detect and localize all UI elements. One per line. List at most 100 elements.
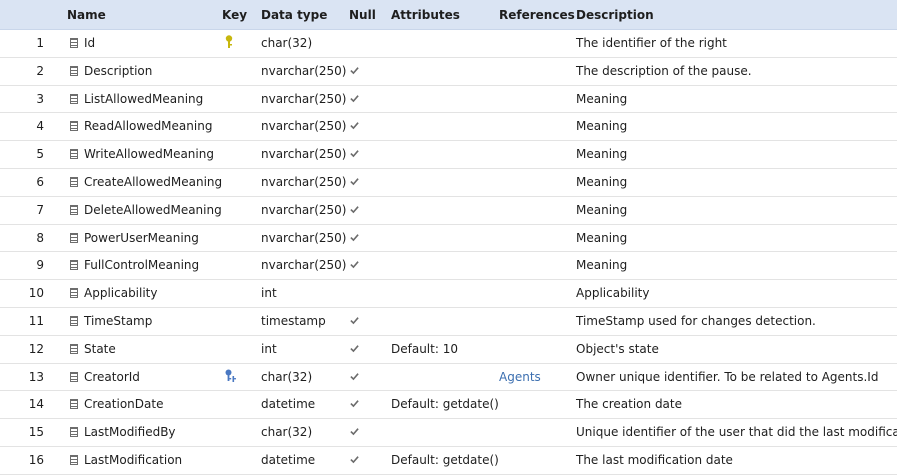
header-name[interactable]: Name: [67, 8, 106, 22]
column-name[interactable]: State: [84, 341, 116, 356]
column-icon-cell: [70, 141, 80, 168]
column-name[interactable]: DeleteAllowedMeaning: [84, 202, 222, 217]
row-number: 11: [28, 313, 44, 328]
description: Unique identifier of the user that did t…: [576, 425, 897, 440]
column-name[interactable]: Applicability: [84, 286, 158, 301]
header-description[interactable]: Description: [576, 8, 654, 22]
description: Meaning: [576, 258, 628, 273]
description: TimeStamp used for changes detection.: [576, 313, 816, 328]
row-number: 9: [36, 258, 44, 273]
column-icon-cell: [70, 280, 80, 307]
row-number: 13: [28, 369, 44, 384]
key-cell: [225, 86, 239, 113]
header-references[interactable]: References: [499, 8, 575, 22]
header-null[interactable]: Null: [349, 8, 376, 22]
null-cell: [350, 336, 362, 363]
column-name[interactable]: PowerUserMeaning: [84, 230, 199, 245]
null-cell: [350, 447, 362, 474]
header-data-type[interactable]: Data type: [261, 8, 328, 22]
column-icon-cell: [70, 30, 80, 57]
data-type: nvarchar(250): [261, 147, 347, 162]
column-icon: [70, 260, 78, 271]
row-number: 1: [36, 36, 44, 50]
key-cell: [225, 419, 239, 446]
column-icon-cell: [70, 447, 80, 474]
data-type: nvarchar(250): [261, 91, 347, 106]
data-type: int: [261, 286, 277, 301]
description: The identifier of the right: [576, 36, 727, 50]
check-icon: [350, 205, 359, 214]
column-name[interactable]: TimeStamp: [84, 313, 153, 328]
column-icon-cell: [70, 58, 80, 85]
key-cell: [225, 280, 239, 307]
reference-link[interactable]: Agents: [499, 369, 541, 384]
key-cell: [225, 336, 239, 363]
column-name[interactable]: ReadAllowedMeaning: [84, 119, 213, 134]
check-icon: [350, 456, 359, 464]
null-cell: [350, 58, 362, 85]
description: Meaning: [576, 174, 628, 189]
key-cell: [225, 391, 239, 418]
key-cell: [225, 197, 239, 224]
check-icon: [350, 344, 359, 353]
header-key[interactable]: Key: [222, 8, 248, 22]
null-cell: [350, 113, 362, 140]
column-name[interactable]: LastModification: [84, 452, 183, 467]
column-icon-cell: [70, 336, 80, 363]
check-icon: [350, 66, 359, 75]
column-name[interactable]: Id: [84, 36, 96, 50]
data-type: nvarchar(250): [261, 258, 347, 273]
header-attributes[interactable]: Attributes: [391, 8, 460, 22]
key-cell: [225, 364, 239, 391]
row-number: 6: [36, 174, 44, 189]
column-name[interactable]: FullControlMeaning: [84, 258, 200, 273]
data-type: char(32): [261, 369, 313, 384]
column-icon: [70, 288, 78, 299]
null-cell: [350, 252, 362, 279]
column-icon: [70, 427, 78, 438]
check-icon: [350, 261, 359, 269]
foreign-key-icon: [225, 369, 236, 382]
row-number: 8: [36, 230, 44, 245]
key-cell: [225, 252, 239, 279]
grid-header: Name Key Data type Null Attributes Refer…: [0, 0, 897, 30]
key-cell: [225, 225, 239, 252]
null-cell: [350, 280, 362, 307]
row-number: 7: [36, 202, 44, 217]
null-cell: [350, 169, 362, 196]
check-icon: [350, 178, 359, 186]
data-type: datetime: [261, 397, 316, 412]
column-name[interactable]: WriteAllowedMeaning: [84, 147, 214, 162]
column-icon-cell: [70, 391, 80, 418]
null-cell: [350, 391, 362, 418]
column-name[interactable]: CreatorId: [84, 369, 140, 384]
table-row[interactable]: 9 FullControlMeaning nvarchar(250) Meaning: [0, 252, 897, 281]
column-icon-cell: [70, 169, 80, 196]
column-name[interactable]: LastModifiedBy: [84, 425, 176, 440]
column-icon: [70, 149, 78, 160]
key-cell: [225, 141, 239, 168]
column-name[interactable]: CreationDate: [84, 397, 164, 412]
row-number: 10: [28, 286, 44, 301]
column-icon-cell: [70, 197, 80, 224]
description: Meaning: [576, 202, 628, 217]
column-name[interactable]: ListAllowedMeaning: [84, 91, 204, 106]
check-icon: [350, 122, 359, 130]
column-name[interactable]: Description: [84, 63, 153, 78]
column-name[interactable]: CreateAllowedMeaning: [84, 174, 223, 189]
